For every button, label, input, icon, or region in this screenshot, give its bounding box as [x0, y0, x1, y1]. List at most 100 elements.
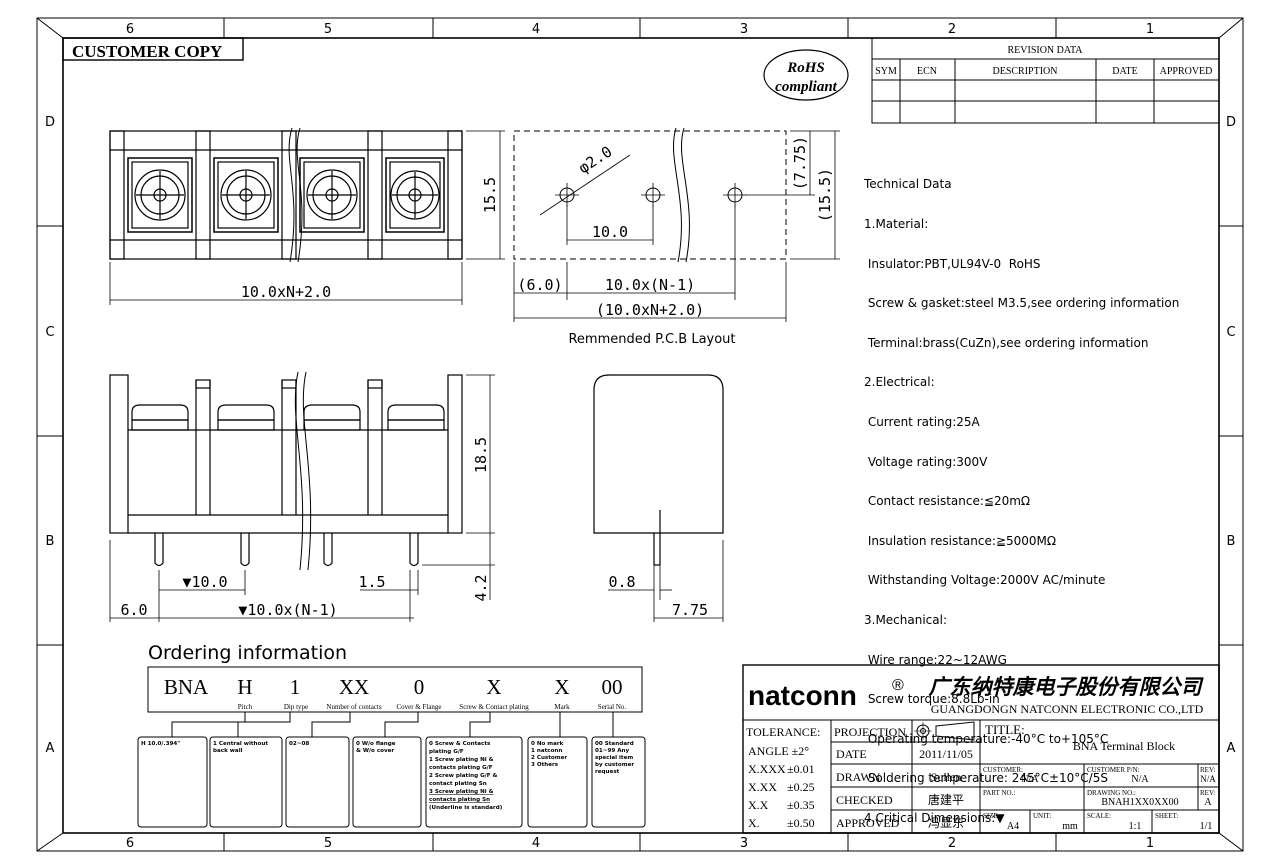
- drawing-no-value: BNAH1XX0XX00: [1101, 797, 1178, 808]
- option-plating-line-3: 1 Screw plating Ni &: [429, 757, 494, 763]
- option-plating-line-7: 3 Screw plating Ni &: [429, 789, 494, 795]
- sheet-label: SHEET:: [1155, 812, 1178, 820]
- rev-label-1: REV:: [1200, 766, 1215, 774]
- option-flange-line-1: 0 W/o flange: [356, 741, 396, 747]
- dim-hole-diameter: φ2.0: [575, 142, 615, 177]
- front-view: [109, 371, 495, 622]
- dim-pcb-height: (15.5): [816, 168, 834, 222]
- tolerance-x-value: ±0.35: [787, 798, 815, 812]
- pcb-layout: [513, 127, 840, 322]
- sheet-value: 1/1: [1200, 821, 1213, 832]
- tech-line-withstanding: Withstanding Voltage:2000V AC/minute: [864, 573, 1106, 588]
- dim-pin-length: 4.2: [472, 574, 490, 601]
- tolerance-xx: X.XX: [748, 780, 777, 794]
- zone-col-4-bottom: 4: [532, 836, 540, 851]
- dim-pcb-pitch: 10.0: [592, 223, 628, 241]
- zone-col-4: 4: [532, 22, 540, 37]
- code-cover-flange: 0: [414, 675, 425, 699]
- zone-col-6: 6: [126, 22, 134, 37]
- tech-line-voltage: Voltage rating:300V: [864, 454, 988, 469]
- dim-side-height: 18.5: [472, 437, 490, 473]
- rohs-text: RoHS: [786, 60, 825, 76]
- option-plating-line-9: (Underline is standard): [429, 805, 503, 811]
- zone-row-c-right: C: [1226, 325, 1235, 340]
- checked-value: 唐建平: [928, 792, 964, 807]
- company-name-cn: 广东纳特康电子股份有限公司: [929, 675, 1205, 699]
- tech-line-terminal: Terminal:brass(CuZn),see ordering inform…: [864, 335, 1149, 350]
- dim-front-edge: 6.0: [120, 601, 147, 619]
- zone-col-2-bottom: 2: [948, 836, 956, 851]
- option-plating-line-5: 2 Screw plating G/F &: [429, 773, 497, 779]
- date-label: DATE: [836, 747, 867, 761]
- option-flange-line-2: & W/o cover: [356, 748, 394, 754]
- projection-label: PROJECTION: [834, 725, 906, 739]
- customer-pn-value: N/A: [1131, 774, 1149, 785]
- tolerance-int-value: ±0.50: [787, 816, 815, 830]
- option-dip-line-2: back wall: [213, 748, 243, 754]
- ordering-diagram: [137, 666, 646, 828]
- rev-value-2: A: [1204, 797, 1212, 808]
- dim-front-n1: ▼10.0x(N-1): [238, 601, 337, 619]
- zone-col-3-bottom: 3: [740, 836, 748, 851]
- tech-line-soldering-temp: Soldering temperature: 245°C±10°C/5S: [864, 771, 1108, 786]
- zone-col-2: 2: [948, 22, 956, 37]
- option-dip-line-1: 1 Central without: [213, 741, 268, 747]
- zone-row-d: D: [45, 115, 55, 130]
- option-plating-line-2: plating G/F: [429, 749, 464, 755]
- code-mark: X: [554, 675, 569, 699]
- tolerance-xxx: X.XXX: [748, 762, 786, 776]
- dim-side-depth: 7.75: [672, 601, 708, 619]
- company-name-en: GUANGDONGN NATCONN ELECTRONIC CO.,LTD: [931, 702, 1204, 716]
- tech-line-material: 1.Material:: [864, 217, 929, 231]
- label-pitch: Pitch: [238, 703, 253, 711]
- tolerance-xx-value: ±0.25: [787, 780, 815, 794]
- tech-line-screw: Screw & gasket:steel M3.5,see ordering i…: [864, 296, 1180, 311]
- zone-col-3: 3: [740, 22, 748, 37]
- option-plating-line-6: contact plating Sn: [429, 781, 487, 787]
- zone-row-b: B: [46, 534, 55, 549]
- zone-row-c: C: [45, 325, 54, 340]
- tech-line-current: Current rating:25A: [864, 414, 980, 429]
- tech-line-critical: 4.Critical Dimensions:▼: [864, 810, 1005, 825]
- zone-row-b-right: B: [1227, 534, 1236, 549]
- option-plating-line-4: contacts plating G/F: [429, 765, 493, 771]
- dim-top-height: 15.5: [481, 177, 499, 213]
- top-view: [109, 127, 505, 305]
- zone-col-1-bottom: 1: [1146, 836, 1154, 851]
- revision-title: REVISION DATA: [1007, 45, 1083, 56]
- option-mark-line-4: 3 Others: [531, 762, 559, 768]
- code-series: BNA: [164, 675, 209, 699]
- checked-label: CHECKED: [836, 793, 893, 807]
- label-dip-type: Dip type: [284, 703, 308, 711]
- zone-row-d-right: D: [1226, 115, 1236, 130]
- dim-top-width: 10.0xN+2.0: [241, 283, 331, 301]
- title-label: TITLE:: [985, 722, 1025, 737]
- zone-col-6-bottom: 6: [126, 836, 134, 851]
- customer-value: N/A: [1021, 774, 1039, 785]
- option-plating-line-8: contacts plating Sn: [429, 797, 490, 803]
- tech-line-operating-temp: Operating temperature:-40°C to+105°C: [864, 731, 1109, 746]
- pcb-caption: Remmended P.C.B Layout: [568, 332, 735, 347]
- rev-label-2: REV:: [1200, 789, 1215, 797]
- approved-label: APPROVED: [836, 816, 900, 830]
- tech-line-wire-range: Wire range:22~12AWG: [864, 652, 1007, 667]
- code-plating: X: [486, 675, 501, 699]
- rohs-badge: [763, 49, 849, 101]
- drawn-value: Sullen: [931, 770, 962, 784]
- tolerance-angle: ANGLE ±2°: [748, 744, 809, 758]
- tolerance-xxx-value: ±0.01: [787, 762, 815, 776]
- dim-pin-width: 1.5: [358, 573, 385, 591]
- dim-pcb-n1: 10.0x(N-1): [605, 276, 695, 294]
- zone-row-a: A: [46, 741, 55, 756]
- zone-col-5: 5: [324, 22, 332, 37]
- date-value: 2011/11/05: [919, 747, 973, 761]
- side-view: [593, 374, 724, 622]
- rev-col-sym: SYM: [875, 66, 897, 77]
- revision-table: [871, 37, 1220, 124]
- label-serial: Serial No.: [598, 703, 627, 711]
- dim-pcb-half-height: (7.75): [791, 136, 809, 190]
- dim-front-pitch: ▼10.0: [182, 573, 227, 591]
- drawing-frame: [36, 17, 1244, 852]
- code-contacts: XX: [339, 675, 369, 699]
- label-contacts: Number of contacts: [326, 703, 381, 711]
